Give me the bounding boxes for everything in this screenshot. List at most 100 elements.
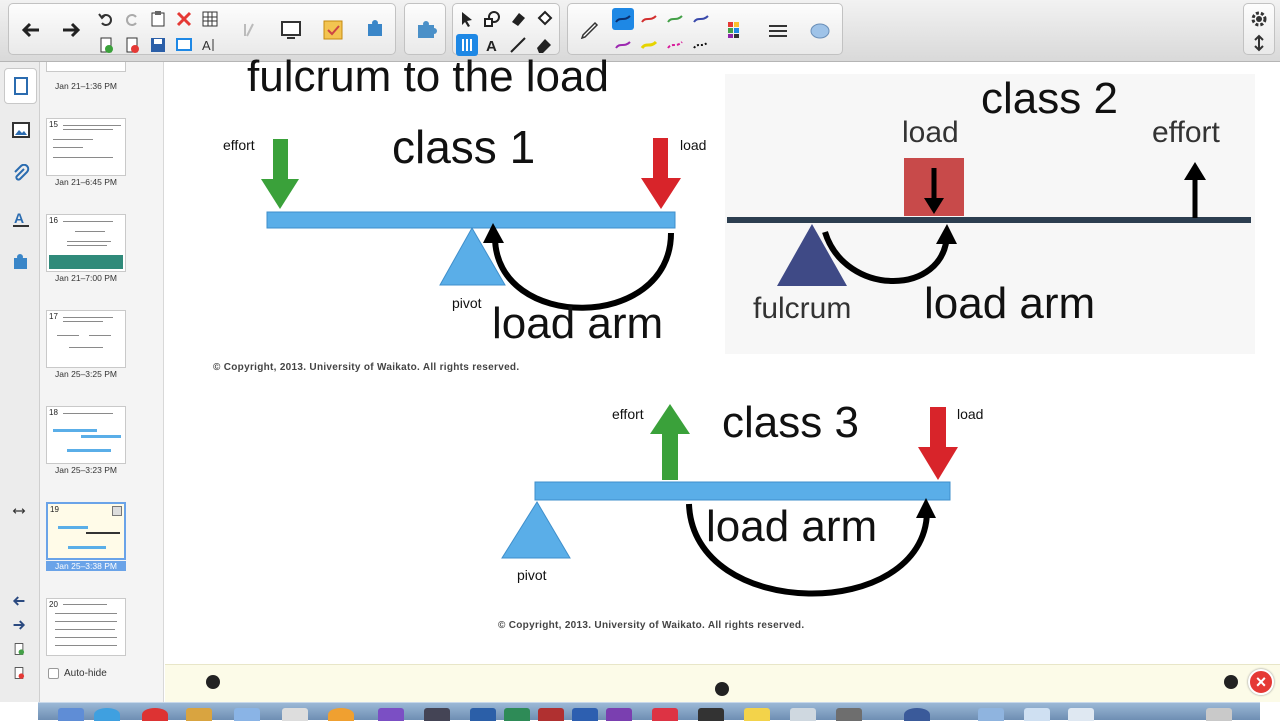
dock-app-icon[interactable] (744, 708, 770, 721)
dock-app-icon[interactable] (328, 708, 354, 721)
delete-page-nav-icon[interactable] (10, 664, 28, 682)
add-page-icon[interactable] (10, 640, 28, 658)
dock-app-icon[interactable] (282, 708, 308, 721)
pen-style-red-icon[interactable] (638, 8, 660, 30)
addons-tab[interactable] (4, 244, 37, 280)
dock-app-icon[interactable] (790, 708, 816, 721)
dock-app-icon[interactable] (606, 708, 632, 721)
page-thumbnail-selected[interactable]: 19 (46, 502, 126, 560)
dock-app-icon[interactable] (1024, 708, 1050, 721)
dock-app-icon[interactable] (186, 708, 212, 721)
previous-page-icon[interactable] (10, 592, 28, 610)
dock-app-icon[interactable] (572, 708, 598, 721)
undo-icon[interactable] (95, 8, 117, 30)
paste-icon[interactable] (147, 8, 169, 30)
thumbnail-menu-icon[interactable] (112, 506, 122, 516)
auto-hide-checkbox[interactable] (48, 668, 59, 679)
page-thumbnail[interactable]: 18 (46, 406, 126, 464)
resize-handle-right[interactable] (1224, 675, 1238, 689)
color-palette-icon[interactable] (718, 8, 754, 52)
resize-handle-left[interactable] (206, 675, 220, 689)
pen-icon[interactable] (572, 8, 608, 52)
class2-panel (725, 74, 1255, 354)
line-icon[interactable] (507, 34, 529, 56)
dock-app-icon[interactable] (836, 708, 862, 721)
pen-style-purple-icon[interactable] (612, 34, 634, 56)
puzzle-icon[interactable] (408, 8, 444, 52)
table-icon[interactable] (199, 8, 221, 30)
pen-style-navy-icon[interactable] (690, 8, 712, 30)
screen-capture-icon[interactable] (273, 8, 309, 52)
auto-hide-toggle[interactable]: Auto-hide (48, 668, 107, 679)
save-icon[interactable] (147, 34, 169, 56)
attachments-tab[interactable] (4, 156, 37, 192)
clear-ink-icon[interactable] (231, 8, 267, 52)
page-thumbnail[interactable]: 15 (46, 118, 126, 176)
back-icon[interactable] (13, 8, 49, 52)
delete-page-icon[interactable] (121, 34, 143, 56)
dock-app-icon[interactable] (652, 708, 678, 721)
class1-load-arm-curve (492, 232, 674, 311)
shapes-icon[interactable] (481, 8, 503, 30)
eraser-icon[interactable] (533, 34, 555, 56)
add-on-icon[interactable] (357, 8, 393, 52)
pen-style-magenta-icon[interactable] (664, 34, 686, 56)
dock-app-icon[interactable] (504, 708, 530, 721)
gallery-tab[interactable] (4, 112, 37, 148)
toolbar-group-edit: A (8, 3, 396, 55)
pen-style-black-icon[interactable] (690, 34, 712, 56)
text-fit-icon[interactable]: A (199, 34, 221, 56)
expand-sorter-icon[interactable] (10, 502, 28, 520)
dock-app-icon[interactable] (470, 708, 496, 721)
page-sorter-tab[interactable] (4, 68, 37, 104)
dock-app-icon[interactable] (424, 708, 450, 721)
dock-app-icon[interactable] (698, 708, 724, 721)
move-toolbar-icon[interactable] (1248, 32, 1270, 54)
trash-icon[interactable] (1206, 708, 1232, 721)
fill-bucket-icon[interactable] (533, 8, 555, 30)
delete-icon[interactable] (173, 8, 195, 30)
pen-style-blue-icon[interactable] (612, 8, 634, 30)
dock-app-icon[interactable] (94, 708, 120, 721)
dock-app-icon[interactable] (234, 708, 260, 721)
dock-app-icon[interactable] (538, 708, 564, 721)
dock-app-icon[interactable] (142, 708, 168, 721)
class1-pivot-label: pivot (452, 295, 482, 311)
class1-effort-arrow (261, 139, 299, 209)
settings-gear-icon[interactable] (1248, 8, 1270, 30)
dock-app-icon[interactable] (978, 708, 1004, 721)
eraser-fill-icon[interactable] (507, 8, 529, 30)
page-thumbnail[interactable]: 16 (46, 214, 126, 272)
page-thumbnail[interactable] (46, 62, 126, 72)
next-page-icon[interactable] (10, 616, 28, 634)
line-style-icon[interactable] (760, 8, 796, 52)
screen-shade-icon[interactable] (173, 34, 195, 56)
resize-handle-middle[interactable] (715, 682, 729, 696)
class2-fulcrum-label: fulcrum (753, 292, 852, 325)
forward-icon[interactable] (53, 8, 89, 52)
page-timestamp: Jan 21–6:45 PM (55, 177, 117, 187)
select-icon[interactable] (456, 8, 478, 30)
puzzle-piece-icon (13, 254, 27, 269)
pen-style-yellow-icon[interactable] (638, 34, 660, 56)
redo-icon[interactable] (121, 8, 143, 30)
pens-icon[interactable] (456, 34, 478, 56)
toolbar-group-tools: A (452, 3, 560, 56)
page-thumbnail[interactable]: 20 (46, 598, 126, 656)
pen-style-green-icon[interactable] (664, 8, 686, 30)
properties-icon[interactable] (315, 8, 351, 52)
toolbar-group-settings (1243, 3, 1275, 55)
dock-app-icon[interactable] (1068, 708, 1094, 721)
whiteboard-canvas[interactable]: fulcrum to the load class 1 effort load … (165, 52, 1280, 664)
new-page-icon[interactable] (95, 34, 117, 56)
text-icon[interactable]: A (481, 34, 503, 56)
dock-app-icon[interactable] (904, 708, 930, 721)
dock-app-icon[interactable] (58, 708, 84, 721)
sorter-resize-handle[interactable] (156, 62, 162, 702)
dock-app-icon[interactable] (378, 708, 404, 721)
page-thumbnail[interactable]: 17 (46, 310, 126, 368)
fill-effect-icon[interactable] (802, 8, 838, 52)
class1-beam (266, 211, 676, 229)
close-button[interactable]: × (1248, 669, 1274, 695)
properties-tab[interactable]: A (4, 200, 37, 236)
